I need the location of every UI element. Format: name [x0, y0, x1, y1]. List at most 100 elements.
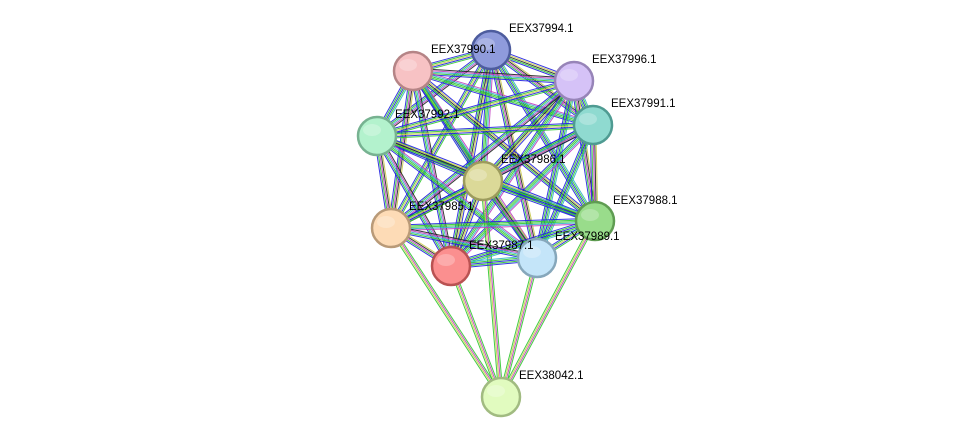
edge-n2-n5 — [483, 81, 576, 183]
edge-n4-n8 — [374, 137, 450, 268]
edge-n6-n10 — [502, 221, 598, 399]
node-label: EEX37987.1 — [469, 240, 534, 252]
node-highlight — [363, 124, 381, 136]
edge-n9-n10 — [501, 258, 539, 398]
node-circle[interactable] — [356, 115, 398, 157]
edge-n1-n2 — [412, 70, 575, 82]
node-EEX37990.1[interactable] — [392, 50, 434, 92]
edge-n7-n10 — [392, 226, 504, 397]
edge-n2-n8 — [452, 82, 577, 268]
edge-n1-n2 — [412, 73, 574, 85]
edge-n5-n10 — [480, 181, 500, 398]
node-highlight — [579, 113, 597, 125]
edge-n6-n7 — [390, 217, 595, 226]
node-EEX37985.1[interactable] — [370, 207, 412, 249]
edge-n3-n4 — [377, 125, 594, 138]
edge-n5-n10 — [483, 180, 503, 397]
node-highlight — [581, 209, 599, 221]
node-label: EEX37988.1 — [613, 195, 678, 207]
edge-n1-n3 — [413, 67, 594, 123]
edge-n2-n8 — [450, 80, 575, 267]
node-EEX37987.1[interactable] — [430, 245, 472, 287]
edge-n5-n10 — [484, 180, 504, 397]
edge-n0-n4 — [377, 50, 493, 138]
edge-n0-n7 — [390, 49, 492, 229]
node-label: EEX37992.1 — [395, 109, 460, 121]
edge-n2-n7 — [392, 82, 577, 231]
edge-n0-n5 — [483, 50, 493, 182]
edge-n2-n7 — [390, 80, 575, 229]
edge-n1-n2 — [413, 69, 575, 81]
node-circle[interactable] — [470, 29, 512, 71]
edge-n7-n10 — [391, 227, 503, 397]
node-highlight — [523, 246, 541, 258]
edge-n2-n7 — [389, 79, 574, 228]
node-circle[interactable] — [392, 50, 434, 92]
edge-n6-n10 — [499, 220, 595, 397]
edge-n2-n9 — [537, 81, 576, 259]
node-EEX37988.1[interactable] — [574, 200, 616, 242]
node-label: EEX37996.1 — [592, 54, 657, 66]
edge-n3-n9 — [533, 123, 591, 258]
edge-n6-n7 — [390, 219, 595, 228]
edge-n1-n8 — [409, 71, 449, 267]
edge-n1-n6 — [414, 68, 598, 220]
edge-n8-n10 — [449, 266, 501, 398]
edge-n1-n3 — [413, 69, 594, 125]
edge-n2-n4 — [376, 77, 574, 134]
edge-n6-n8 — [450, 219, 595, 266]
edge-n0-n4 — [376, 49, 492, 137]
edge-n0-n7 — [389, 49, 491, 228]
edge-n2-n7 — [391, 81, 576, 230]
edge-n4-n8 — [378, 134, 454, 265]
edge-n2-n8 — [448, 79, 573, 265]
edge-n7-n9 — [390, 230, 537, 262]
node-circle[interactable] — [370, 207, 412, 249]
node-EEX37994.1[interactable] — [470, 29, 512, 71]
edge-n4-n8 — [377, 135, 453, 266]
node-EEX37989.1[interactable] — [516, 237, 558, 279]
edge-n9-n10 — [499, 257, 537, 397]
edge-n7-n9 — [391, 224, 538, 256]
node-circle[interactable] — [480, 376, 522, 418]
edge-n0-n3 — [489, 51, 592, 128]
node-EEX37991.1[interactable] — [572, 104, 614, 146]
edge-n2-n5 — [480, 78, 573, 180]
node-circle[interactable] — [516, 237, 558, 279]
node-EEX38042.1[interactable] — [480, 376, 522, 418]
edge-n7-n9 — [390, 228, 537, 260]
edge-n0-n5 — [485, 50, 495, 182]
edge-n1-n2 — [413, 67, 575, 79]
edge-n2-n5 — [484, 82, 577, 184]
node-EEX37996.1[interactable] — [553, 60, 595, 102]
edge-n6-n7 — [390, 220, 596, 229]
node-circle[interactable] — [553, 60, 595, 102]
edge-n2-n4 — [376, 80, 575, 137]
edge-n3-n4 — [376, 123, 593, 136]
edge-n2-n8 — [451, 81, 576, 268]
node-highlight — [377, 216, 395, 228]
edge-n1-n6 — [410, 72, 594, 224]
edge-n6-n10 — [498, 219, 594, 397]
edge-n2-n4 — [377, 81, 575, 138]
node-label: EEX38042.1 — [519, 370, 584, 382]
edge-n0-n7 — [388, 48, 489, 227]
edge-n8-n10 — [452, 265, 504, 397]
edge-n3-n4 — [376, 121, 593, 134]
node-label: EEX37994.1 — [509, 23, 574, 35]
edge-n6-n7 — [391, 223, 596, 232]
node-EEX37986.1[interactable] — [462, 160, 504, 202]
node-highlight — [487, 385, 505, 397]
node-circle[interactable] — [462, 160, 504, 202]
node-circle[interactable] — [574, 200, 616, 242]
network-labels: EEX37994.1EEX37990.1EEX37996.1EEX37991.1… — [395, 23, 678, 382]
edge-n6-n10 — [501, 221, 597, 398]
node-circle[interactable] — [430, 245, 472, 287]
edge-n1-n8 — [412, 70, 452, 267]
edge-n4-n9 — [374, 137, 536, 261]
node-highlight — [399, 59, 417, 71]
node-circle[interactable] — [572, 104, 614, 146]
node-EEX37992.1[interactable] — [356, 115, 398, 157]
node-highlight — [560, 69, 578, 81]
